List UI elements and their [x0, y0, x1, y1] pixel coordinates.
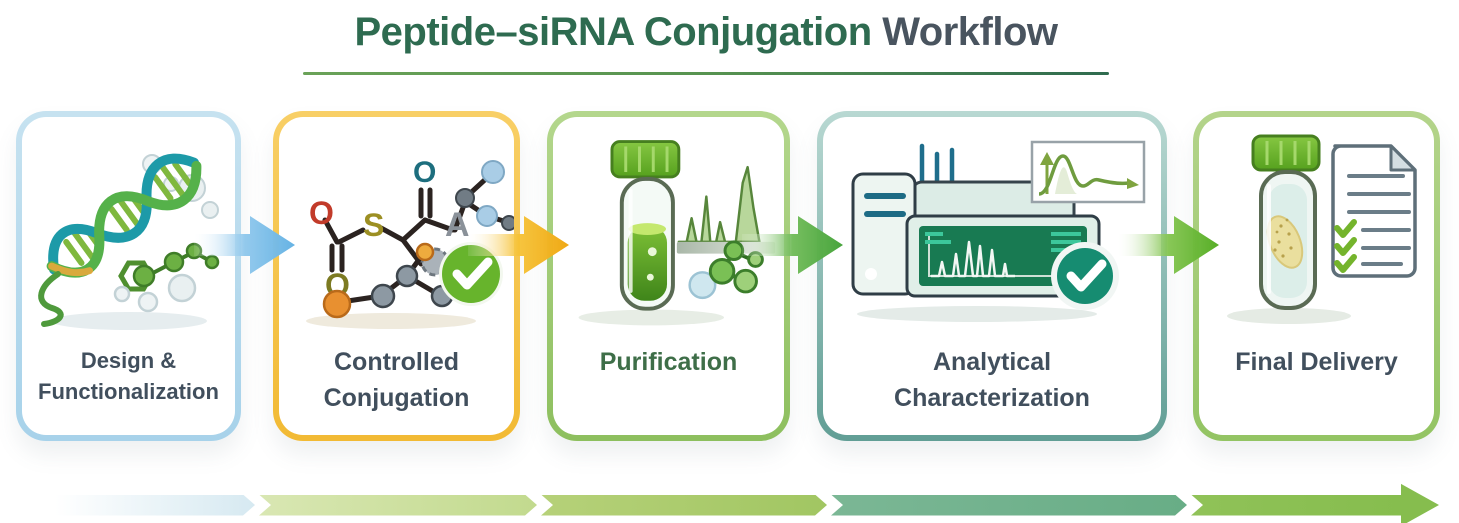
- step-card-controlled-conjugation: O O S O A: [273, 111, 520, 441]
- header: Peptide–siRNA Conjugation Workflow: [0, 10, 1412, 55]
- check-badge-teal: [1051, 241, 1119, 310]
- thioester-molecule-check-icon: O O S O A: [306, 156, 514, 329]
- peptide-molecule: [113, 242, 219, 312]
- dna-double-helix: [46, 153, 201, 278]
- connector-arrow-green: [742, 216, 843, 274]
- title-secondary: Workflow: [871, 10, 1058, 54]
- dna-helix-molecule-icon: [37, 153, 219, 330]
- connector-arrow-bright-green: [1118, 216, 1219, 274]
- progress-segment-4: [831, 495, 1187, 516]
- vial-chromatogram-molecule-icon: [578, 139, 776, 325]
- atom-O-teal: O: [413, 156, 436, 189]
- green-vial: [610, 139, 681, 311]
- step-label: Analytical Characterization: [894, 348, 1090, 412]
- inset-chromatogram: [1030, 140, 1146, 203]
- page-title: Peptide–siRNA Conjugation Workflow: [0, 10, 1412, 55]
- progress-segment-5: [1191, 494, 1403, 516]
- step-label: Purification: [599, 348, 738, 376]
- progress-segment-2: [259, 495, 537, 516]
- connector-arrow-blue: [194, 216, 295, 274]
- powder-speckles: [1273, 218, 1293, 258]
- step-label: Final Delivery: [1235, 348, 1398, 376]
- step-card-analytical-characterization: Analytical Characterization: [817, 111, 1167, 441]
- check-badge-green: [439, 241, 503, 306]
- title-primary: Peptide–siRNA Conjugation: [354, 10, 872, 54]
- atom-A-gray: A: [445, 206, 470, 244]
- title-underline: [303, 72, 1109, 75]
- step-label: Controlled Conjugation: [323, 348, 470, 412]
- instrument-screen-check-icon: [851, 140, 1146, 322]
- progress-segment-3: [541, 495, 827, 516]
- checklist-checks: [1334, 218, 1357, 273]
- progress-arrowhead-icon: [1401, 483, 1439, 523]
- step-card-final-delivery: Final Delivery: [1193, 111, 1440, 441]
- upper-molecule: [455, 159, 514, 231]
- step-label: Design & Functionalization: [38, 348, 219, 405]
- step-card-design-functionalization: Design & Functionalization: [16, 111, 241, 441]
- atom-S: S: [363, 207, 384, 243]
- lyophilized-vial: [1251, 134, 1321, 310]
- connector-arrow-amber: [468, 216, 569, 274]
- progress-segment-1: [55, 495, 255, 516]
- checklist-document: [1331, 143, 1417, 278]
- step-card-purification: Purification: [547, 111, 790, 441]
- atom-O-red: O: [309, 195, 334, 231]
- progress-arrow: [55, 482, 1439, 523]
- document-lines: [1347, 173, 1411, 266]
- vial-checklist-icon: [1227, 134, 1417, 324]
